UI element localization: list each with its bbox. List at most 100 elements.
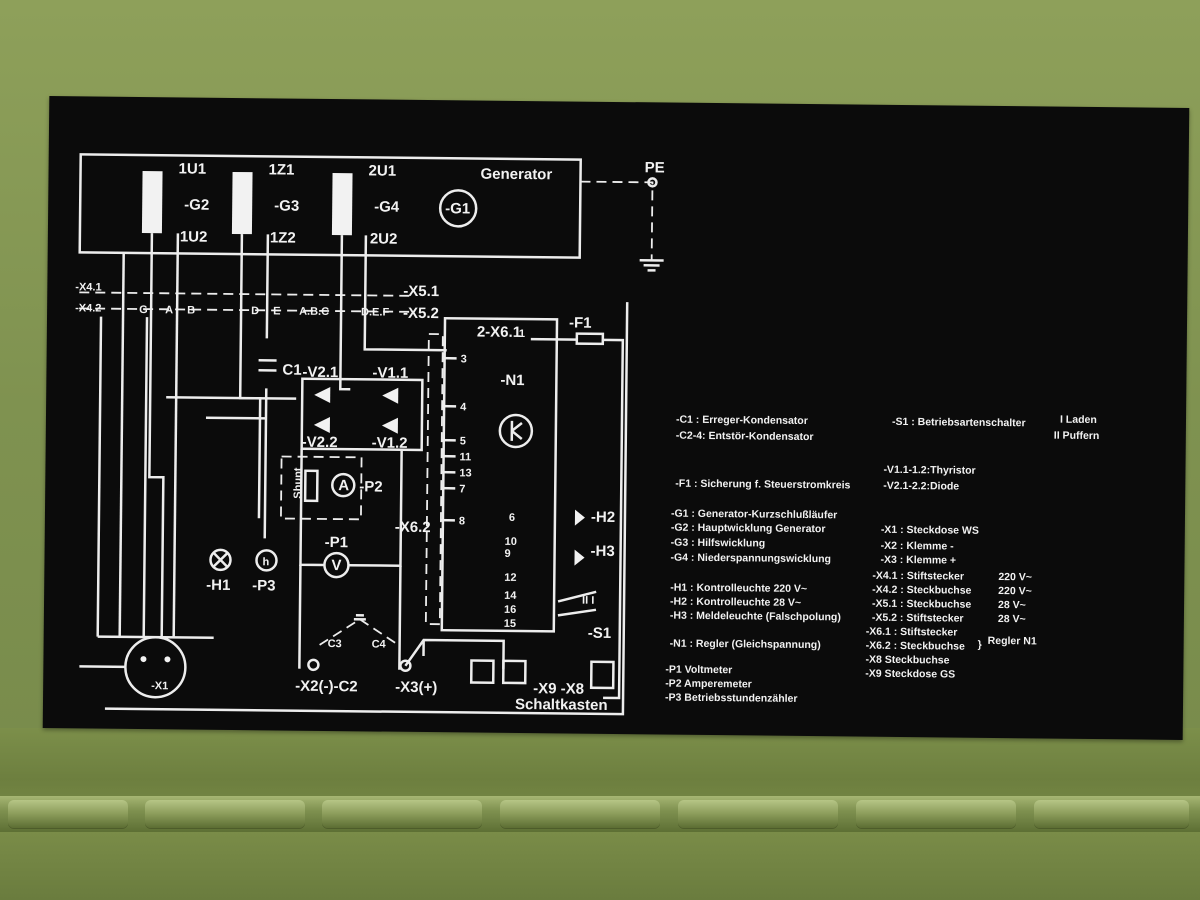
wire-g2-b [172, 233, 180, 638]
legend: -C1 : Erreger-Kondensator -C2-4: Entstör… [665, 414, 1099, 705]
terminal-x3 [399, 659, 412, 673]
lamp-h1-symbol [209, 548, 232, 572]
legend-x51-voltage: 28 V~ [998, 599, 1026, 611]
terminal-def: D.E.F [361, 306, 390, 318]
socket-x8 [589, 660, 615, 690]
label-f1: -F1 [569, 315, 592, 332]
pin-4: 4 [460, 401, 467, 413]
legend-x52-voltage: 28 V~ [998, 613, 1026, 625]
fuse-wire [530, 337, 625, 700]
legend-s1: -S1 : Betriebsartenschalter [892, 416, 1026, 429]
transistor-symbol [498, 413, 534, 449]
label-pe: PE [645, 159, 665, 176]
pin-6: 6 [509, 512, 515, 524]
label-v22: -V2.2 [302, 434, 338, 451]
fuse-f1 [575, 332, 605, 346]
label-x1: -X1 [151, 680, 168, 692]
legend-x2: -X2 : Klemme - [881, 540, 955, 553]
socket-x9-b [501, 659, 527, 685]
legend-c1: -C1 : Erreger-Kondensator [676, 414, 808, 427]
pe-wire [580, 180, 654, 261]
generator-box [78, 153, 582, 259]
label-x42: -X4.2 [75, 302, 101, 314]
capacitor-c1 [258, 359, 277, 372]
pin-9: 9 [505, 548, 511, 560]
label-g4: -G4 [374, 198, 400, 215]
label-h3: -H3 [591, 543, 615, 560]
label-x62: -X6.2 [395, 519, 431, 536]
wire-g [118, 252, 125, 637]
label-1z2: 1Z2 [270, 229, 296, 246]
ground-c-symbol [353, 614, 366, 621]
label-p2: -P2 [359, 478, 383, 495]
legend-h2: -H2 : Kontrolleuchte 28 V~ [670, 596, 801, 609]
legend-h3: -H3 : Meldeleuchte (Falschpolung) [670, 610, 841, 624]
legend-x42-voltage: 220 V~ [998, 585, 1032, 597]
winding-g4 [331, 173, 353, 236]
label-v12: -V1.2 [372, 434, 408, 451]
socket-x1-pin [140, 656, 147, 663]
diode-v22 [313, 417, 330, 434]
shunt-resistor [303, 469, 319, 503]
pin-12: 12 [504, 572, 516, 584]
ammeter-symbol [331, 472, 356, 498]
hour-counter-symbol [255, 549, 278, 572]
diode-v21 [314, 387, 331, 404]
legend-x41: -X4.1 : Stiftstecker [872, 570, 964, 583]
label-h: h [262, 556, 269, 568]
pin-13: 13 [459, 467, 471, 479]
pin-11: 11 [460, 451, 472, 463]
legend-regler: Regler N1 [988, 635, 1037, 648]
terminal-x2 [307, 658, 320, 672]
generator-g1-symbol [438, 189, 478, 228]
label-c1: C1 [282, 362, 301, 379]
legend-c24: -C2-4: Entstör-Kondensator [676, 430, 814, 443]
hinge-knuckle [322, 800, 482, 828]
legend-n1: -N1 : Regler (Gleichspannung) [670, 638, 821, 652]
winding-g3 [231, 171, 253, 235]
pin-5: 5 [460, 435, 466, 447]
legend-g2: -G2 : Hauptwicklung Generator [671, 522, 826, 536]
legend-x9: -X9 Steckdose GS [865, 668, 955, 681]
legend-x61: -X6.1 : Stiftstecker [866, 626, 958, 639]
label-c4: C4 [372, 638, 387, 650]
terminal-d: D [251, 305, 259, 317]
transistor-leads [510, 420, 523, 441]
label-x61-pin1: 1 [519, 328, 525, 340]
terminal-b: B [187, 305, 195, 317]
label-x9-x8: -X9 -X8 [533, 680, 584, 698]
wire-g4-a [339, 235, 351, 391]
wire-g2-a [148, 233, 165, 638]
label-x61: 2-X6.1 [477, 324, 521, 341]
legend-v-diode: -V2.1-2.2:Diode [883, 480, 959, 493]
terminal-g: G [139, 304, 148, 316]
regulator-connector [424, 333, 444, 626]
label-g3: -G3 [274, 197, 299, 214]
wire-x3-x9 [404, 638, 505, 669]
legend-g1: -G1 : Generator-Kurzschlußläufer [671, 508, 837, 522]
hinge-knuckle [145, 800, 305, 828]
ground-symbol [639, 258, 664, 272]
pin-7: 7 [459, 483, 465, 495]
wire-g4-b [363, 235, 447, 352]
pin-14: 14 [504, 590, 517, 602]
legend-x52: -X5.2 : Stiftstecker [872, 612, 964, 625]
label-g1: -G1 [445, 200, 470, 217]
pin-3: 3 [461, 353, 467, 365]
led-h3-symbol [564, 549, 585, 566]
label-c3: C3 [328, 638, 342, 650]
winding-g2 [141, 171, 163, 234]
label-p1: -P1 [325, 534, 349, 551]
legend-p3: -P3 Betriebsstundenzähler [665, 692, 798, 705]
hinge-knuckle [8, 800, 128, 828]
label-voltmeter-v: V [331, 557, 341, 574]
label-v11: -V1.1 [372, 364, 408, 381]
label-1z1: 1Z1 [268, 161, 294, 178]
wire-g3-e [263, 234, 270, 539]
legend-regler-brace: } [978, 639, 982, 651]
legend-x3: -X3 : Klemme + [880, 554, 956, 567]
terminal-strip-x41 [79, 291, 410, 297]
led-h2-symbol [564, 509, 585, 526]
terminal-strip-x42 [79, 307, 410, 313]
label-x2: -X2(-)-C2 [295, 678, 358, 696]
